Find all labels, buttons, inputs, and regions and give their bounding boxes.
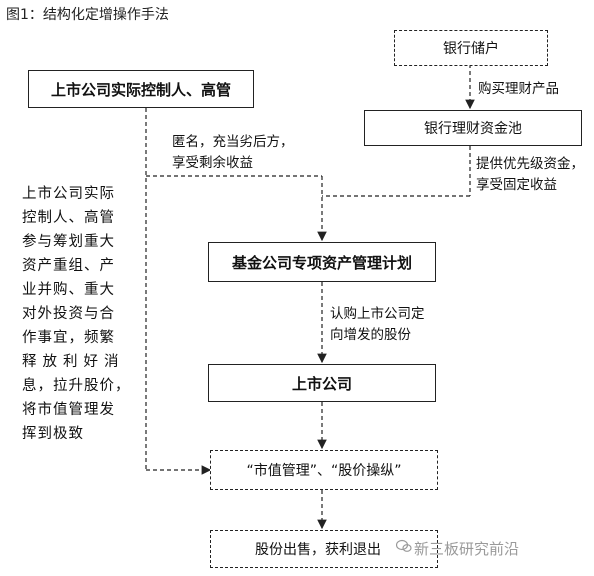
edge-label-priority-line1: 提供优先级资金，	[476, 156, 584, 172]
node-fund-plan-label: 基金公司专项资产管理计划	[231, 253, 412, 272]
figure-title: 图1：结构化定增操作手法	[6, 7, 169, 23]
left-line: 业并购、重大	[22, 282, 115, 298]
edge-label-buy-products: 购买理财产品	[478, 81, 559, 97]
left-line: 释放利好消	[22, 354, 125, 370]
node-controller-label: 上市公司实际控制人、高管	[50, 80, 231, 99]
left-line: 控制人、高管	[22, 210, 115, 226]
edge-label-subscribe: 认购上市公司定 向增发的股份	[330, 304, 425, 346]
edge-label-anonymous: 匿名，充当劣后方， 享受剩余收益	[172, 132, 294, 174]
node-listed-company: 上市公司	[208, 364, 436, 402]
edge-label-priority-line2: 享受固定收益	[476, 177, 557, 193]
left-line: 对外投资与合	[22, 306, 115, 322]
node-listed-company-label: 上市公司	[291, 374, 352, 393]
node-sell-profit: 股份出售，获利退出	[210, 530, 438, 568]
edge-label-anonymous-line1: 匿名，充当劣后方，	[172, 134, 294, 150]
node-bank-pool: 银行理财资金池	[364, 110, 582, 146]
left-line: 息，拉升股价，	[22, 378, 131, 394]
edge-label-subscribe-line1: 认购上市公司定	[330, 306, 425, 322]
left-line: 参与筹划重大	[22, 234, 115, 250]
left-line: 将市值管理发	[22, 402, 115, 418]
watermark-chat-icon	[396, 539, 412, 552]
edge-label-subscribe-line2: 向增发的股份	[330, 327, 411, 343]
left-description: 上市公司实际 控制人、高管 参与筹划重大 资产重组、产 业并购、重大 对外投资与…	[22, 182, 142, 446]
left-line: 上市公司实际	[22, 186, 115, 202]
node-market-value-label: “市值管理”、“股价操纵”	[246, 463, 402, 479]
node-bank-depositors-label: 银行储户	[443, 41, 499, 57]
edge-label-anonymous-line2: 享受剩余收益	[172, 155, 253, 171]
node-market-value: “市值管理”、“股价操纵”	[210, 450, 438, 490]
edge-label-priority: 提供优先级资金， 享受固定收益	[476, 154, 584, 196]
node-bank-pool-label: 银行理财资金池	[424, 121, 522, 137]
node-fund-plan: 基金公司专项资产管理计划	[208, 242, 436, 282]
node-sell-profit-label: 股份出售，获利退出	[255, 542, 381, 558]
node-controller: 上市公司实际控制人、高管	[28, 70, 254, 108]
left-line: 作事宜，频繁	[22, 330, 115, 346]
watermark-text: 新三板研究前沿	[414, 540, 520, 558]
left-line: 挥到极致	[22, 426, 84, 442]
node-bank-depositors: 银行储户	[394, 30, 548, 66]
left-line: 资产重组、产	[22, 258, 115, 274]
